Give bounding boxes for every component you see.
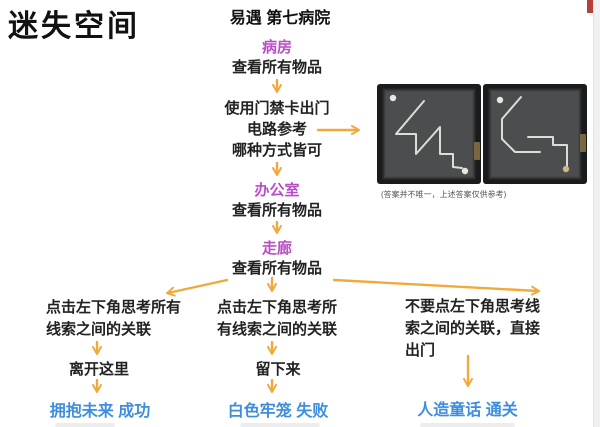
cutoff-text-ghost [240, 423, 320, 427]
flow-room-office: 办公室 [254, 182, 300, 199]
branch-right-condition-line2: 索之间的关联，直接 [405, 320, 541, 337]
flow-room-corridor: 走廊 [261, 240, 292, 257]
arrow-down-icon [272, 78, 282, 93]
branch-right-condition: 不要点左下角思考线 索之间的关联，直接 出门 [405, 296, 555, 362]
branch-left-ending: 拥抱未来 成功 [49, 403, 151, 420]
section-header: 易遇 第七病院 [229, 10, 331, 27]
arrow-right-icon [316, 125, 360, 135]
branch-middle-choice: 留下来 [255, 361, 301, 378]
arrow-down-icon [267, 341, 277, 355]
arrow-down-icon [272, 221, 282, 234]
branch-left-condition: 点击左下角思考所有 线索之间的关联 [46, 297, 201, 341]
branch-middle-condition-line1: 点击左下角思考所 [216, 299, 337, 316]
branch-left-condition-line2: 线索之间的关联 [46, 321, 152, 338]
vertical-scrollbar[interactable] [593, 0, 600, 427]
arrow-down-icon [92, 379, 102, 393]
arrow-down-icon [272, 161, 282, 176]
flow-exit-step-line3: 哪种方式皆可 [231, 142, 322, 159]
main-flow-column: 病房 查看所有物品 使用门禁卡出门 电路参考 哪种方式皆可 办公室 查看所有物品… [192, 38, 362, 279]
cutoff-text-ghost [55, 423, 115, 427]
branch-arrows [166, 276, 540, 297]
branch-right-condition-line1: 不要点左下角思考线 [405, 298, 541, 315]
page-title: 迷失空间 [8, 10, 140, 43]
flow-room-ward: 病房 [261, 39, 292, 56]
branch-right-ending: 人造童话 通关 [417, 402, 518, 419]
circuit-panel-image-2 [483, 84, 587, 184]
branch-middle-condition: 点击左下角思考所 有线索之间的关联 [210, 297, 344, 341]
flow-exit-step-line1: 使用门禁卡出门 [224, 100, 330, 117]
branch-left-condition-line1: 点击左下角思考所有 [46, 299, 182, 316]
branch-left-choice: 离开这里 [68, 361, 129, 378]
arrow-down-icon [92, 341, 102, 355]
arrow-down-icon [267, 379, 277, 393]
flow-action-check-items-3: 查看所有物品 [231, 260, 322, 277]
flow-action-check-items-2: 查看所有物品 [231, 202, 322, 219]
arrow-down-left-icon [166, 278, 229, 297]
arrow-down-right-icon [332, 278, 540, 296]
branch-right-condition-line3: 出门 [405, 342, 436, 359]
circuit-reference-caption: (答案并不唯一，上述答案仅供参考) [381, 190, 507, 199]
flow-exit-step-line2: 电路参考 [246, 121, 307, 138]
branch-middle-condition-line2: 有线索之间的关联 [216, 321, 337, 338]
circuit-panel-image-1 [377, 84, 481, 184]
flow-action-check-items-1: 查看所有物品 [231, 59, 322, 76]
arrow-down-icon [463, 354, 473, 387]
branch-middle-ending: 白色牢笼 失败 [227, 403, 329, 420]
cutoff-text-ghost [420, 423, 515, 427]
